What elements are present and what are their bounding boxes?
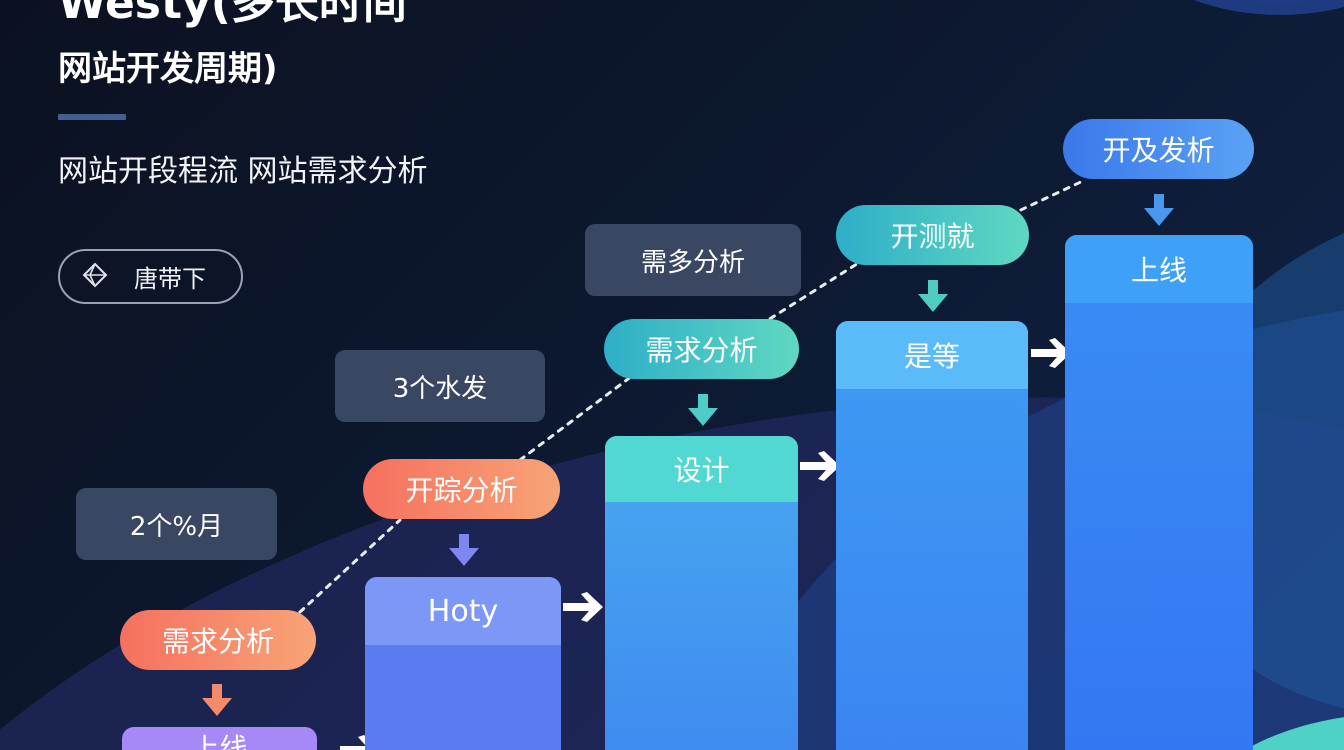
right-arrow-icon <box>800 451 840 481</box>
pill-button-label: 唐带下 <box>134 265 206 293</box>
down-arrow-icon <box>918 280 948 312</box>
duration-note: 3个水发 <box>335 350 545 422</box>
down-arrow-icon <box>688 394 718 426</box>
duration-note: 2个%月 <box>76 488 277 560</box>
step-capsule[interactable]: 开踪分析 <box>363 459 560 519</box>
down-arrow-icon <box>449 534 479 566</box>
title-divider <box>58 114 126 120</box>
step-capsule[interactable]: 需求分析 <box>604 319 799 379</box>
page-title: Westy(多长时间 <box>58 0 407 29</box>
right-arrow-icon <box>563 592 603 622</box>
step-column[interactable]: 上线 <box>1065 235 1253 750</box>
duration-note: 需多分析 <box>585 224 801 296</box>
step-capsule[interactable]: 需求分析 <box>120 610 316 670</box>
step-capsule[interactable]: 开及发析 <box>1063 119 1254 179</box>
step-column-label: Hoty <box>365 577 561 645</box>
step-column[interactable]: 上线 <box>122 727 317 750</box>
step-capsule[interactable]: 开测就 <box>836 205 1029 265</box>
step-column-label: 是等 <box>836 321 1028 389</box>
right-arrow-icon <box>1031 338 1071 368</box>
outline-pill-button[interactable]: 唐带下 <box>58 249 243 304</box>
step-column-label: 上线 <box>122 727 317 750</box>
step-column-label: 上线 <box>1065 235 1253 303</box>
page-subtitle: 网站开段程流 网站需求分析 <box>58 154 428 189</box>
page-title-line2: 网站开发周期) <box>58 49 278 89</box>
step-column[interactable]: 设计 <box>605 436 798 750</box>
step-column-label: 设计 <box>605 436 798 502</box>
step-column[interactable]: 是等 <box>836 321 1028 750</box>
down-arrow-icon <box>1144 194 1174 226</box>
diamond-compass-icon <box>82 262 108 292</box>
step-column[interactable]: Hoty <box>365 577 561 750</box>
down-arrow-icon <box>202 684 232 716</box>
